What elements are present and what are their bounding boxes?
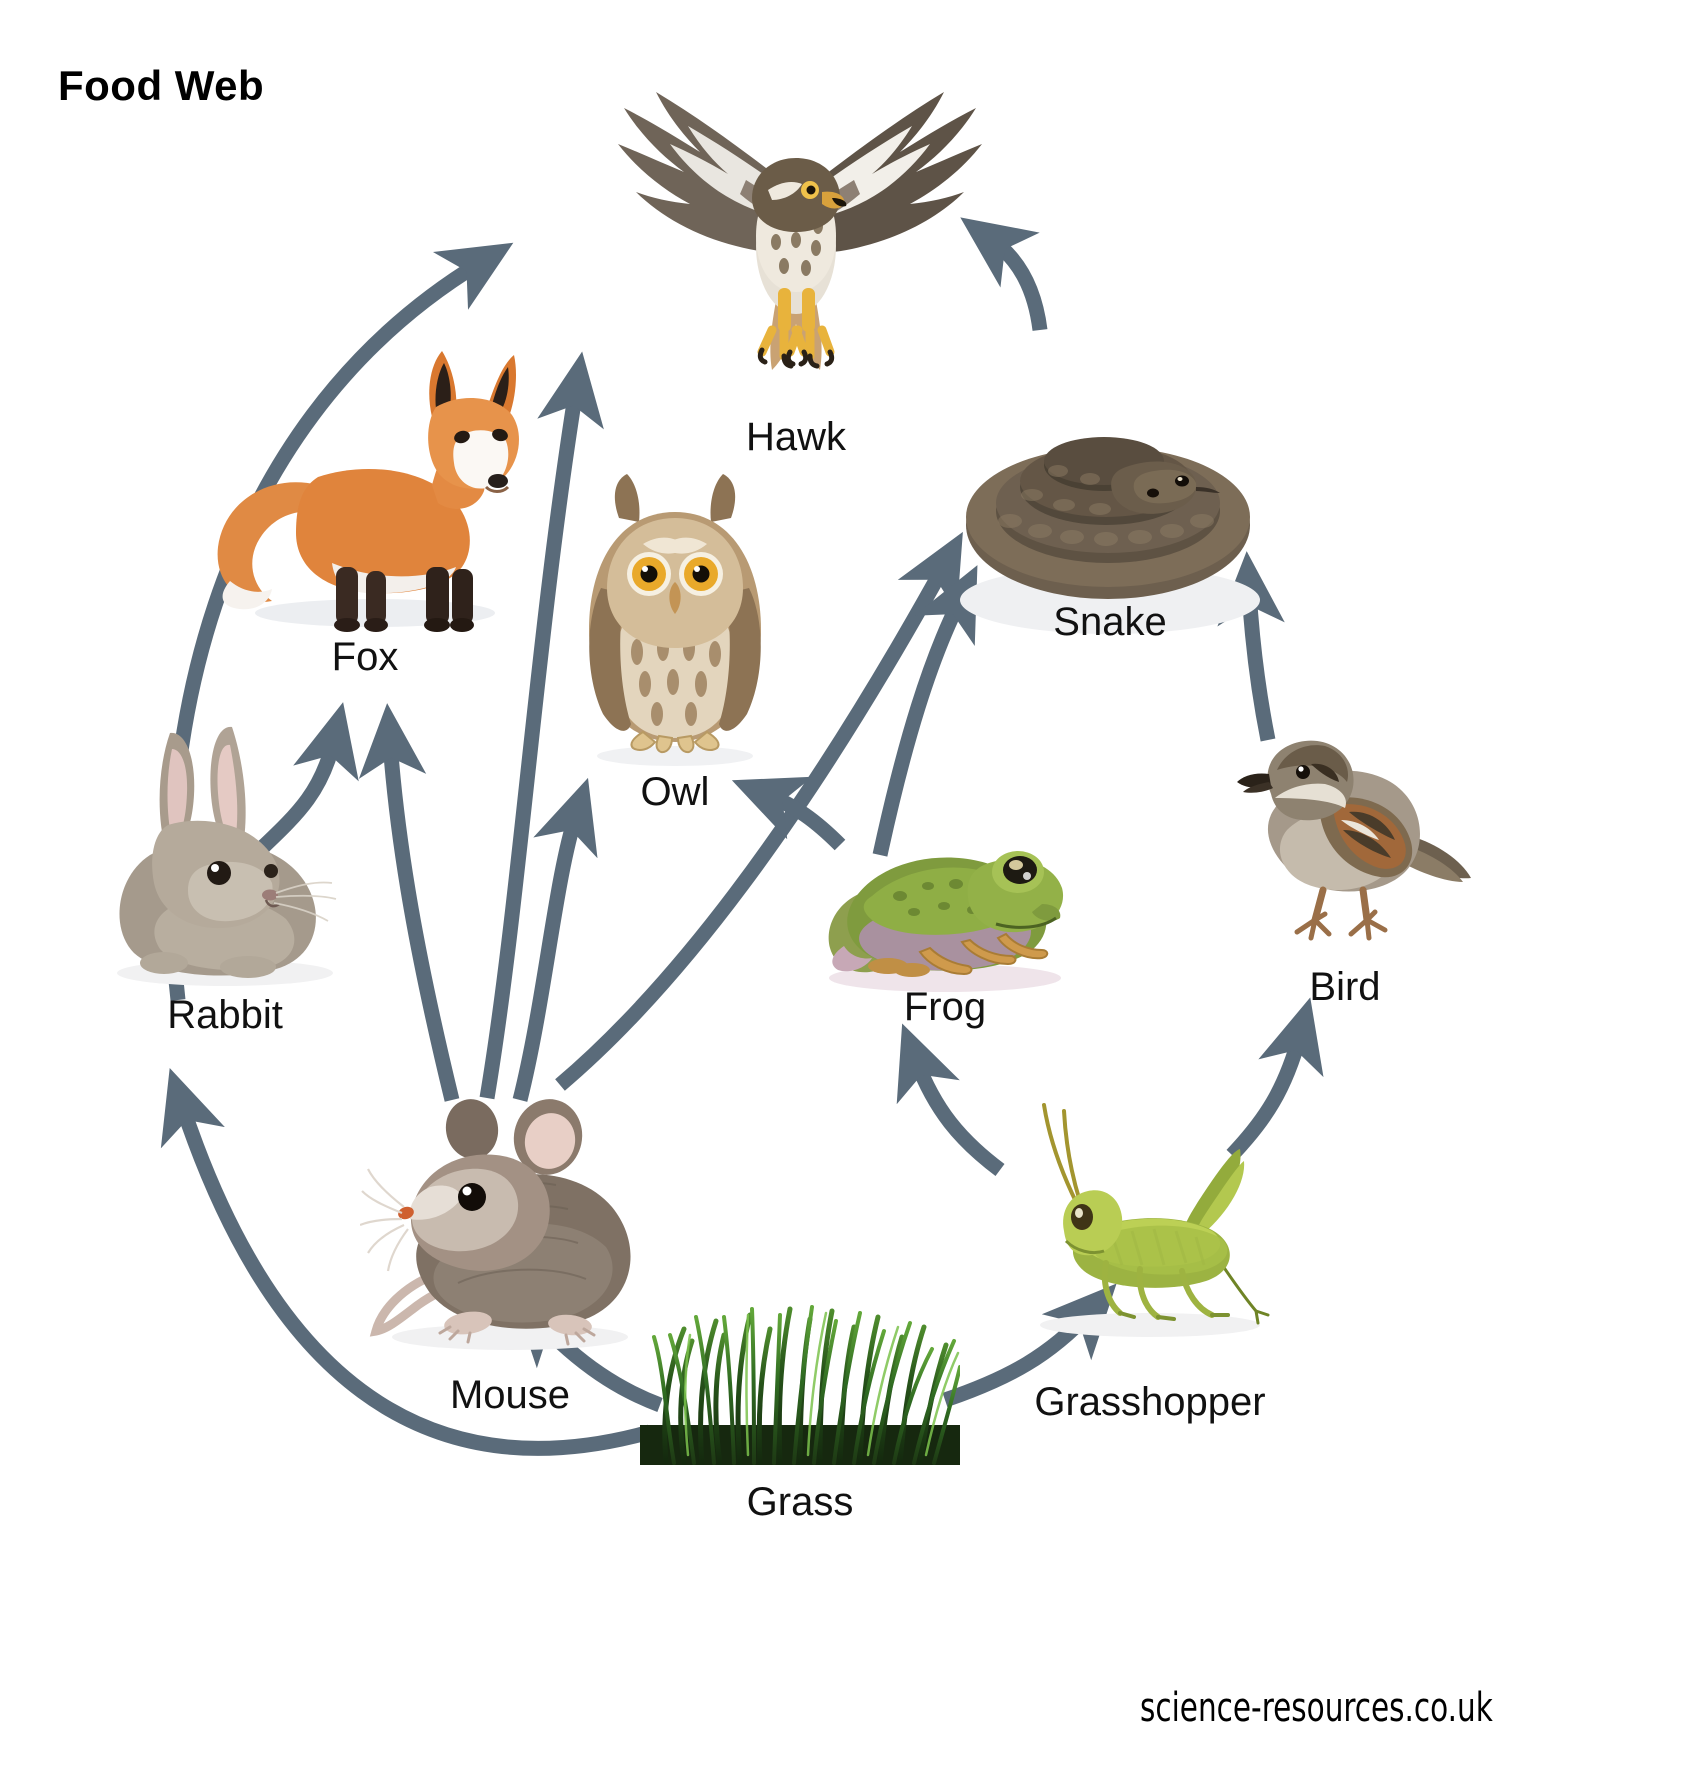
frog-icon: [828, 851, 1064, 992]
site-attribution: science-resources.co.uk: [1140, 1685, 1493, 1731]
mouse-icon: [360, 1099, 631, 1350]
arrow-snake-to-hawk: [960, 217, 1048, 332]
grasshopper-icon: [1040, 1103, 1270, 1337]
node-snake[interactable]: Snake: [940, 375, 1280, 675]
label-owl: Owl: [640, 770, 710, 814]
label-frog: Frog: [903, 985, 987, 1029]
arrow-mouse-to-fox: [358, 703, 460, 1102]
owl-icon: [589, 474, 761, 766]
rabbit-icon: [117, 726, 337, 986]
node-fox[interactable]: Fox: [200, 295, 530, 705]
label-rabbit: Rabbit: [167, 993, 283, 1037]
node-owl[interactable]: Owl: [545, 470, 805, 840]
bird-icon: [1237, 740, 1471, 941]
label-snake: Snake: [1053, 600, 1167, 644]
node-frog[interactable]: Frog: [810, 800, 1080, 1040]
label-mouse: Mouse: [449, 1373, 571, 1417]
node-rabbit[interactable]: Rabbit: [80, 705, 370, 1065]
node-mouse[interactable]: Mouse: [360, 1055, 660, 1425]
hawk-icon: [618, 92, 982, 370]
arrow-grasshopper-to-frog: [896, 1023, 1005, 1176]
label-bird: Bird: [1309, 965, 1381, 1009]
node-bird[interactable]: Bird: [1215, 720, 1475, 1020]
label-hawk: Hawk: [745, 415, 847, 459]
label-fox: Fox: [331, 635, 399, 679]
fox-icon: [217, 351, 519, 632]
grass-icon: [640, 1305, 960, 1465]
node-hawk[interactable]: Hawk: [596, 40, 996, 480]
node-grass[interactable]: Grass: [640, 1265, 960, 1545]
snake-icon: [960, 437, 1260, 634]
page-title: Food Web: [58, 62, 265, 109]
label-grass: Grass: [746, 1480, 854, 1524]
label-grasshopper: Grasshopper: [1034, 1380, 1266, 1424]
node-grasshopper[interactable]: Grasshopper: [1000, 1065, 1300, 1424]
